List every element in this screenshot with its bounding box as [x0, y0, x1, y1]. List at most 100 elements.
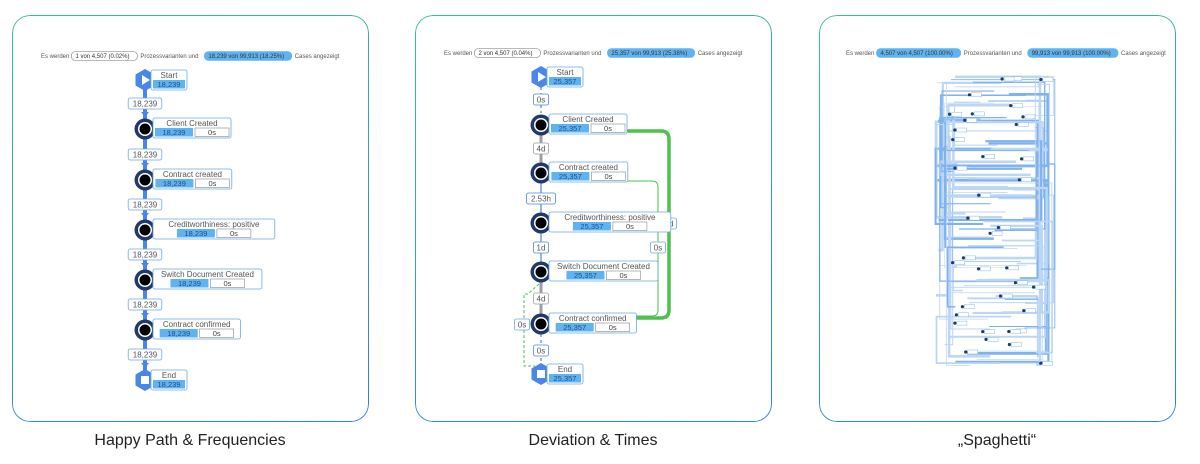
spaghetti-edge [940, 116, 953, 173]
edge-label: 18,239 [133, 251, 158, 260]
spaghetti-node [1025, 308, 1037, 313]
spaghetti-edge [995, 295, 1038, 301]
spaghetti-node-dot [967, 93, 972, 97]
header-text: Cases angezeigt [295, 54, 340, 60]
header-text: Prozessvarianten und [140, 54, 198, 60]
spaghetti-node-dot [1007, 342, 1011, 347]
spaghetti-node [969, 215, 981, 221]
edge-label-box [533, 344, 550, 357]
count-badge [551, 124, 589, 133]
activity-label: Contract created [163, 170, 222, 179]
spaghetti-node-dot [970, 112, 974, 116]
spaghetti-edge [950, 83, 1050, 288]
count-text: 18,239 [163, 179, 186, 188]
spaghetti-node [987, 337, 999, 342]
count-badge [155, 128, 193, 137]
header-text: Prozessvarianten und [543, 51, 601, 57]
header-text: Cases angezeigt [1121, 51, 1166, 57]
spaghetti-node-dot [1022, 309, 1026, 313]
spaghetti-node [1011, 342, 1022, 347]
spaghetti-edge [954, 101, 998, 146]
spaghetti-edge [943, 121, 947, 248]
spaghetti-node-dot [1039, 77, 1043, 82]
variants-badge [71, 51, 138, 61]
time-text: 0s [626, 222, 634, 231]
edge-label: 18,239 [133, 201, 158, 210]
activity-core [139, 274, 151, 286]
cases-badge [1027, 48, 1119, 58]
spaghetti-node [1024, 114, 1036, 120]
spaghetti-node [980, 192, 991, 198]
header-text: Cases angezeigt [698, 51, 743, 57]
activity-core [535, 119, 547, 131]
spaghetti-node-dot [1000, 77, 1004, 81]
arrow-head [141, 112, 149, 117]
spaghetti-node-dot [981, 330, 985, 334]
variants-text: 1 von 4,507 (0.02%) [75, 54, 129, 60]
spaghetti-node-dot [1007, 329, 1011, 334]
play-icon [538, 72, 546, 82]
count-text: 25,357 [554, 374, 577, 383]
spaghetti-edge [946, 246, 1004, 308]
spaghetti-node-dot [1020, 157, 1024, 161]
spaghetti-edge [939, 118, 992, 205]
count-badge [572, 222, 611, 231]
edge-label-box [649, 241, 666, 254]
spaghetti-edge [947, 140, 1043, 222]
time-text: 0s [604, 172, 612, 181]
count-badge [159, 329, 198, 338]
spaghetti-node [958, 312, 969, 317]
spaghetti-node [974, 111, 985, 117]
count-badge [549, 374, 581, 383]
header-text: Es werden [41, 54, 69, 60]
edge-label-box [533, 241, 550, 254]
activity-label: Contract confirmed [559, 314, 627, 323]
spaghetti-node-dot [1032, 285, 1036, 289]
count-text: 25,357 [559, 124, 582, 133]
spaghetti-node [1000, 225, 1011, 230]
spaghetti-node [1010, 329, 1022, 334]
edge-label: 18,239 [133, 301, 158, 310]
spaghetti-edge [983, 220, 1053, 354]
time-badge [595, 322, 630, 332]
time-badge [199, 328, 234, 338]
spaghetti-edge [935, 315, 1012, 364]
edge-label: 18,239 [133, 151, 158, 160]
spaghetti-node [1008, 265, 1019, 271]
spaghetti-edge [945, 212, 966, 221]
spaghetti-node-dot [961, 256, 965, 260]
activity-label: Switch Document Created [557, 262, 650, 271]
spaghetti-edge [949, 197, 1046, 338]
activity-core [535, 217, 547, 229]
variants-badge [876, 48, 962, 58]
cases-text: 99,913 von 99,913 (100.00%) [1032, 51, 1111, 57]
spaghetti-edge [937, 93, 1049, 168]
edge-label-box [526, 192, 556, 205]
activity-label: Contract created [559, 163, 618, 172]
spaghetti-node [967, 349, 978, 355]
edge-label-box [533, 142, 550, 155]
spaghetti-edge [939, 94, 1026, 209]
activity-core [535, 318, 547, 330]
spaghetti-node [980, 266, 991, 272]
spaghetti-node-dot [1014, 122, 1018, 127]
spaghetti-node [991, 231, 1003, 236]
spaghetti-edge [972, 76, 1049, 168]
spaghetti-node-dot [951, 138, 955, 142]
edge-label: 18,239 [133, 100, 158, 109]
edge-label: 18,239 [133, 351, 158, 360]
count-text: 18,239 [178, 279, 201, 288]
spaghetti-node-dot [1005, 266, 1009, 270]
spaghetti-edge [937, 119, 1039, 280]
start-label: Start [161, 71, 179, 80]
spaghetti-graph [934, 75, 1056, 366]
